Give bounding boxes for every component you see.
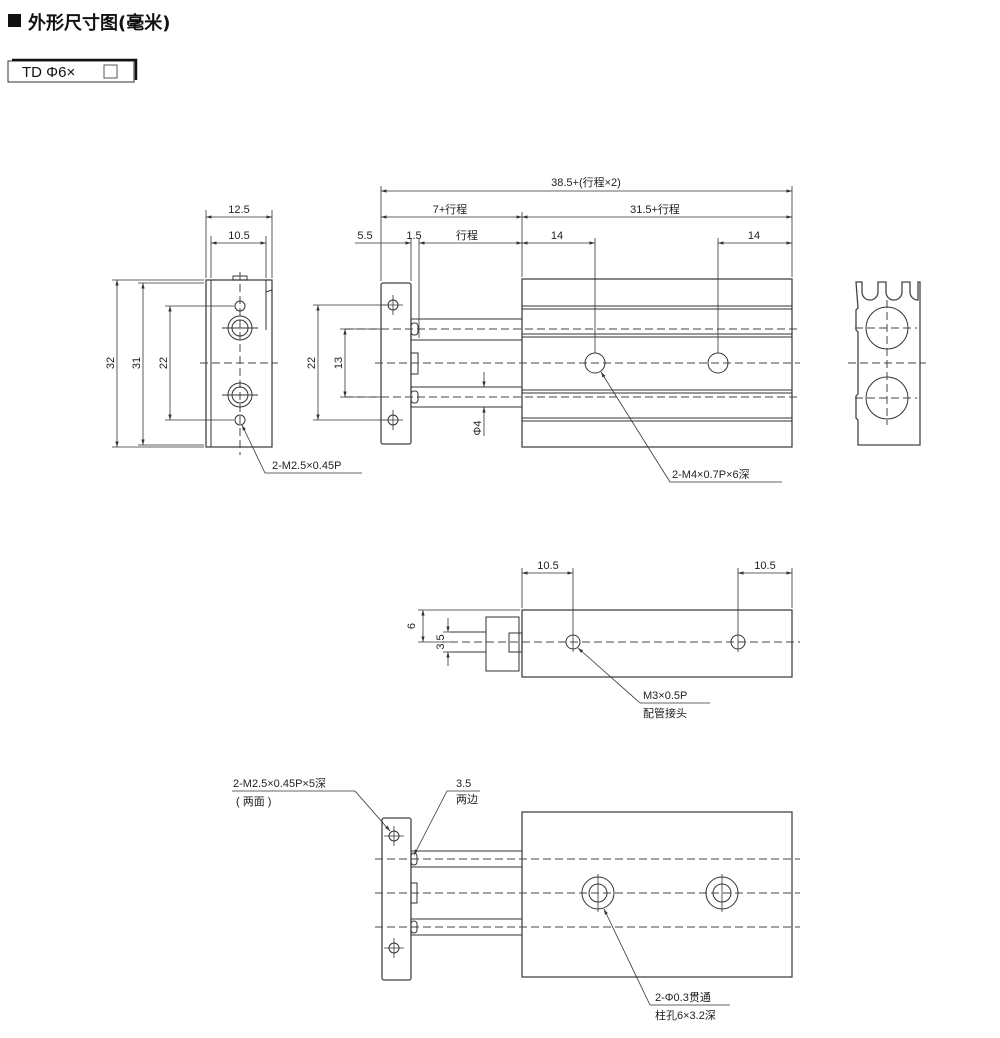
dim-1-5: 1.5: [406, 230, 421, 242]
end-view: 12.5 10.5 32 31 22 2-M2.5×0.45P: [105, 204, 362, 474]
callout-rod-3-5: 3.5: [456, 778, 471, 790]
top-view: 10.5 10.5 6 3.5 M3×0.5P 配管接头: [406, 560, 800, 720]
model-code: TD Φ6×: [22, 64, 75, 81]
dim-32: 32: [105, 357, 117, 369]
dim-3-5: 3.5: [435, 634, 447, 649]
callout-m4: 2-M4×0.7P×6深: [672, 468, 750, 481]
dim-rod-diameter: Φ4: [472, 421, 484, 436]
dim-12-5: 12.5: [228, 204, 249, 216]
dim-rear: 31.5+行程: [630, 203, 680, 216]
stroke-placeholder-box: [103, 64, 118, 79]
dim-6: 6: [406, 623, 418, 629]
mount-hole: [234, 300, 246, 312]
callout-counterbore: 柱孔6×3.2深: [655, 1008, 716, 1022]
dim-10-5: 10.5: [228, 230, 249, 242]
dim-14-left: 14: [551, 230, 563, 242]
mount-hole: [234, 414, 246, 426]
callout-m2-5: 2-M2.5×0.45P: [272, 460, 341, 472]
dim-13: 13: [333, 357, 345, 369]
bottom-view: 2-M2.5×0.45P×5深 ( 两面 ) 3.5 两边 2-Φ0.3贯通 柱…: [232, 777, 800, 1022]
dim-10-5-left: 10.5: [537, 560, 558, 572]
title-bullet-icon: [8, 14, 21, 27]
dim-22: 22: [158, 357, 170, 369]
dim-stroke: 行程: [456, 229, 478, 242]
callout-plate-both-sides: ( 两面 ): [236, 796, 271, 808]
dim-10-5-right: 10.5: [754, 560, 775, 572]
callout-m3-line2: 配管接头: [643, 706, 687, 720]
callout-through-hole: 2-Φ0.3贯通: [655, 991, 711, 1004]
dim-31: 31: [131, 357, 143, 369]
model-box: TD Φ6×: [7, 58, 138, 83]
dim-total-length: 38.5+(行程×2): [551, 176, 621, 189]
dim-14-right: 14: [748, 230, 760, 242]
dim-front: 7+行程: [433, 203, 468, 216]
callout-plate-thread: 2-M2.5×0.45P×5深: [233, 777, 326, 790]
side-view: 38.5+(行程×2) 7+行程 31.5+行程 5.5 1.5 行程 14 1…: [306, 176, 800, 483]
rear-end-view: [848, 281, 926, 446]
callout-m3-line1: M3×0.5P: [643, 690, 687, 702]
page-title: 外形尺寸图(毫米): [28, 12, 170, 34]
dim-5-5: 5.5: [357, 230, 372, 242]
dim-22-plate: 22: [306, 357, 318, 369]
callout-rod-both-ends: 两边: [456, 793, 478, 806]
